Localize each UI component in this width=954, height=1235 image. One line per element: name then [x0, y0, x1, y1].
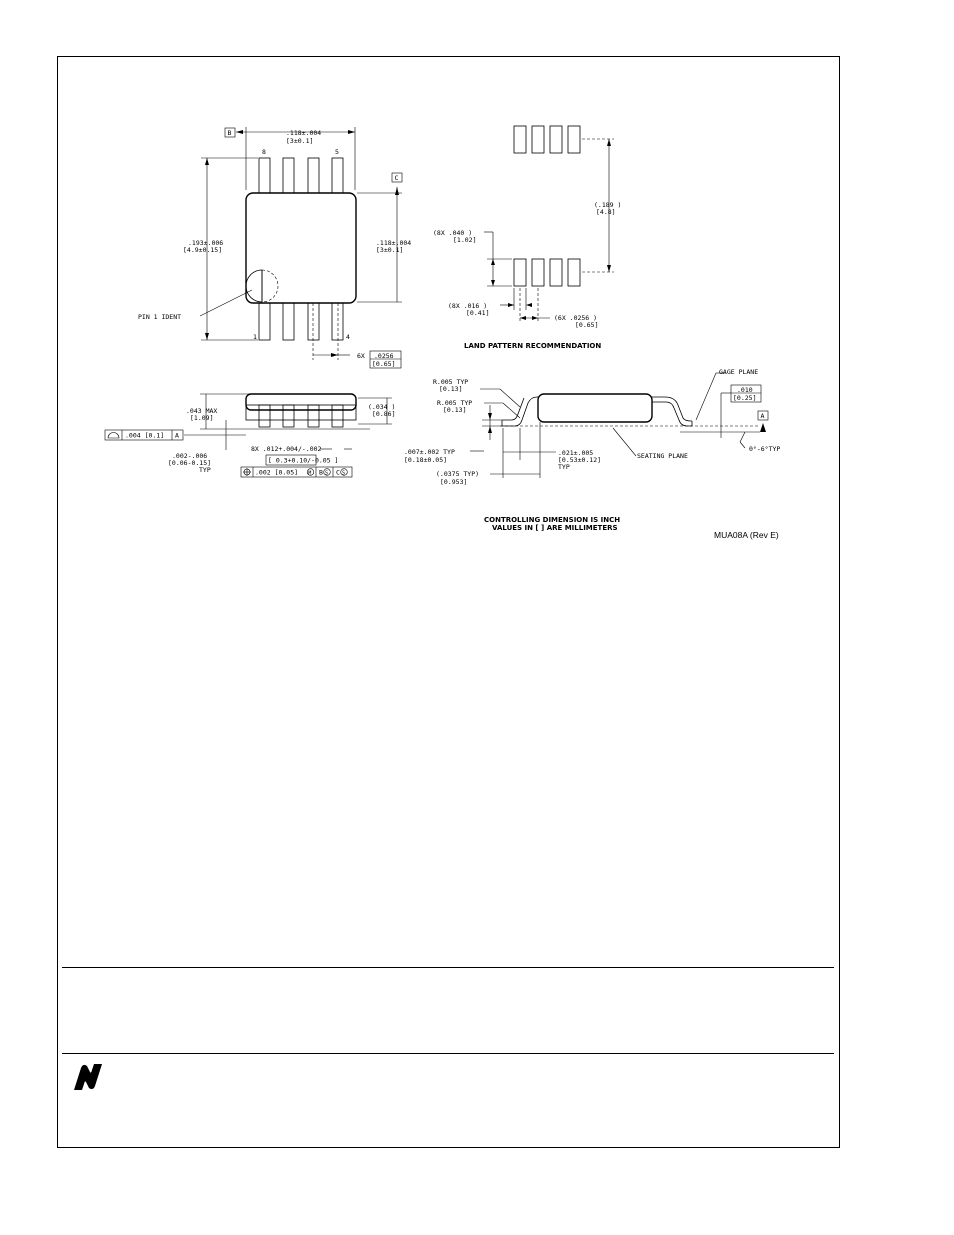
pad-width-mm: [0.41] — [466, 309, 489, 317]
land-pattern-title: LAND PATTERN RECOMMENDATION — [464, 342, 601, 350]
lead-width-mm-box — [265, 454, 317, 466]
position-ref-mod2: S — [342, 471, 345, 477]
land-pad — [513, 258, 527, 287]
land-pad — [567, 258, 581, 287]
body-height-mm: [0.86] — [372, 410, 395, 418]
note-line-1: CONTROLLING DIMENSION IS INCH — [484, 516, 620, 524]
profile-icon — [107, 432, 120, 439]
pin1-ident-label: PIN 1 IDENT — [138, 313, 181, 321]
radius1-mm: [0.13] — [439, 385, 462, 393]
standoff-typ: TYP — [199, 466, 211, 474]
land-pad — [531, 125, 545, 154]
body-width-in: .118±.004 — [376, 239, 411, 247]
foot-mm: [0.53±0.12] — [558, 456, 601, 464]
position-frame — [240, 466, 353, 478]
datum-a-box — [757, 410, 769, 421]
length-mm: [4.9±0.15] — [183, 246, 222, 254]
standoff-in: .002-.006 — [172, 452, 207, 460]
package-body-top — [245, 192, 357, 304]
position-tol: .002 [0.05] — [255, 469, 298, 477]
radius2-mm: [0.13] — [443, 406, 466, 414]
flatness-frame — [104, 429, 184, 441]
side-view: .043 MAX [1.09] (.034 ) [0.86] .004 [0.1… — [104, 393, 395, 478]
pad-length-mm: [1.02] — [453, 236, 476, 244]
pin-1-label: 1 — [253, 333, 257, 341]
pin-4-label: 4 — [346, 333, 350, 341]
datum-c-box — [391, 172, 403, 183]
divider-bottom — [62, 1053, 834, 1054]
package-drawing: B .118±.004 [3±0.1] 8 5 1 4 PIN 1 IDENT — [104, 125, 780, 540]
land-pitch-in: (6X .0256 ) — [554, 314, 597, 322]
lead-width-in: 8X .012+.004/-.002 — [251, 445, 322, 453]
length-in: .193±.006 — [188, 239, 223, 247]
foot-typ: TYP — [558, 463, 570, 471]
row-spacing-in: (.189 ) — [594, 201, 621, 209]
flatness-datum: A — [175, 432, 179, 440]
gage-box — [730, 384, 762, 403]
pitch-prefix: 6X — [357, 352, 365, 360]
position-mod: M — [308, 471, 311, 477]
seating-plane: SEATING PLANE — [637, 452, 688, 460]
revision-label: MUA08A (Rev E) — [714, 530, 779, 540]
body-height-in: (.034 ) — [368, 403, 395, 411]
page-frame — [57, 56, 840, 1148]
land-pad — [549, 258, 563, 287]
width-mm: [3±0.1] — [286, 137, 313, 145]
row-spacing-mm: [4.8] — [596, 208, 616, 216]
pad-width-in: (8X .016 ) — [448, 302, 487, 310]
gage-in: .010 — [737, 386, 753, 394]
divider-top — [62, 967, 834, 968]
flatness-value: .004 [0.1] — [125, 432, 164, 440]
land-pattern: (.189 ) [4.8] (8X .040 ) [1.02] (8X .016… — [433, 125, 621, 350]
lead-len-in: (.0375 TYP) — [436, 470, 479, 478]
land-pad — [513, 125, 527, 154]
standoff-mm: [0.06-0.15] — [168, 459, 211, 467]
package-body-detail — [537, 393, 653, 423]
gage-mm: [0.25] — [733, 394, 756, 402]
radius2: R.005 TYP — [437, 399, 472, 407]
foot-in: .021±.005 — [558, 449, 593, 457]
angle: 0°-6°TYP — [749, 445, 780, 453]
body-width-mm: [3±0.1] — [376, 246, 403, 254]
height-in: .043 MAX — [186, 407, 217, 415]
lead-thk-mm: [0.18±0.05] — [404, 456, 447, 464]
width-in: .118±.004 — [286, 129, 321, 137]
datum-a: A — [761, 412, 765, 420]
pad-length-in: (8X .040 ) — [433, 229, 472, 237]
pitch-in: .0256 — [374, 352, 394, 360]
pin-5-label: 5 — [335, 148, 339, 156]
land-pad — [549, 125, 563, 154]
position-ref1: B — [319, 469, 323, 477]
company-logo — [74, 1064, 102, 1090]
gage-plane: GAGE PLANE — [719, 368, 758, 376]
lead-len-mm: [0.953] — [440, 478, 467, 486]
datum-b: B — [228, 129, 232, 137]
radius1: R.005 TYP — [433, 378, 468, 386]
detail-view: R.005 TYP [0.13] R.005 TYP [0.13] GAGE P… — [404, 368, 780, 486]
datum-b-box — [224, 127, 236, 138]
land-pad — [531, 258, 545, 287]
position-ref-mod1: S — [325, 471, 328, 477]
pitch-mm: [0.65] — [372, 360, 395, 368]
land-pitch-mm: [0.65] — [575, 321, 598, 329]
lead-thk-in: .007±.002 TYP — [404, 448, 455, 456]
lead-width-mm: [ 0.3+0.10/-0.05 ] — [268, 457, 338, 465]
position-ref2: C — [336, 469, 340, 477]
top-view: B .118±.004 [3±0.1] 8 5 1 4 PIN 1 IDENT — [138, 127, 411, 369]
package-body-side — [245, 393, 357, 411]
note-line-2: VALUES IN [ ] ARE MILLIMETERS — [492, 524, 618, 532]
land-pad — [567, 125, 581, 154]
pin-8-label: 8 — [262, 148, 266, 156]
datum-c: C — [395, 174, 399, 182]
height-mm: [1.09] — [190, 414, 213, 422]
